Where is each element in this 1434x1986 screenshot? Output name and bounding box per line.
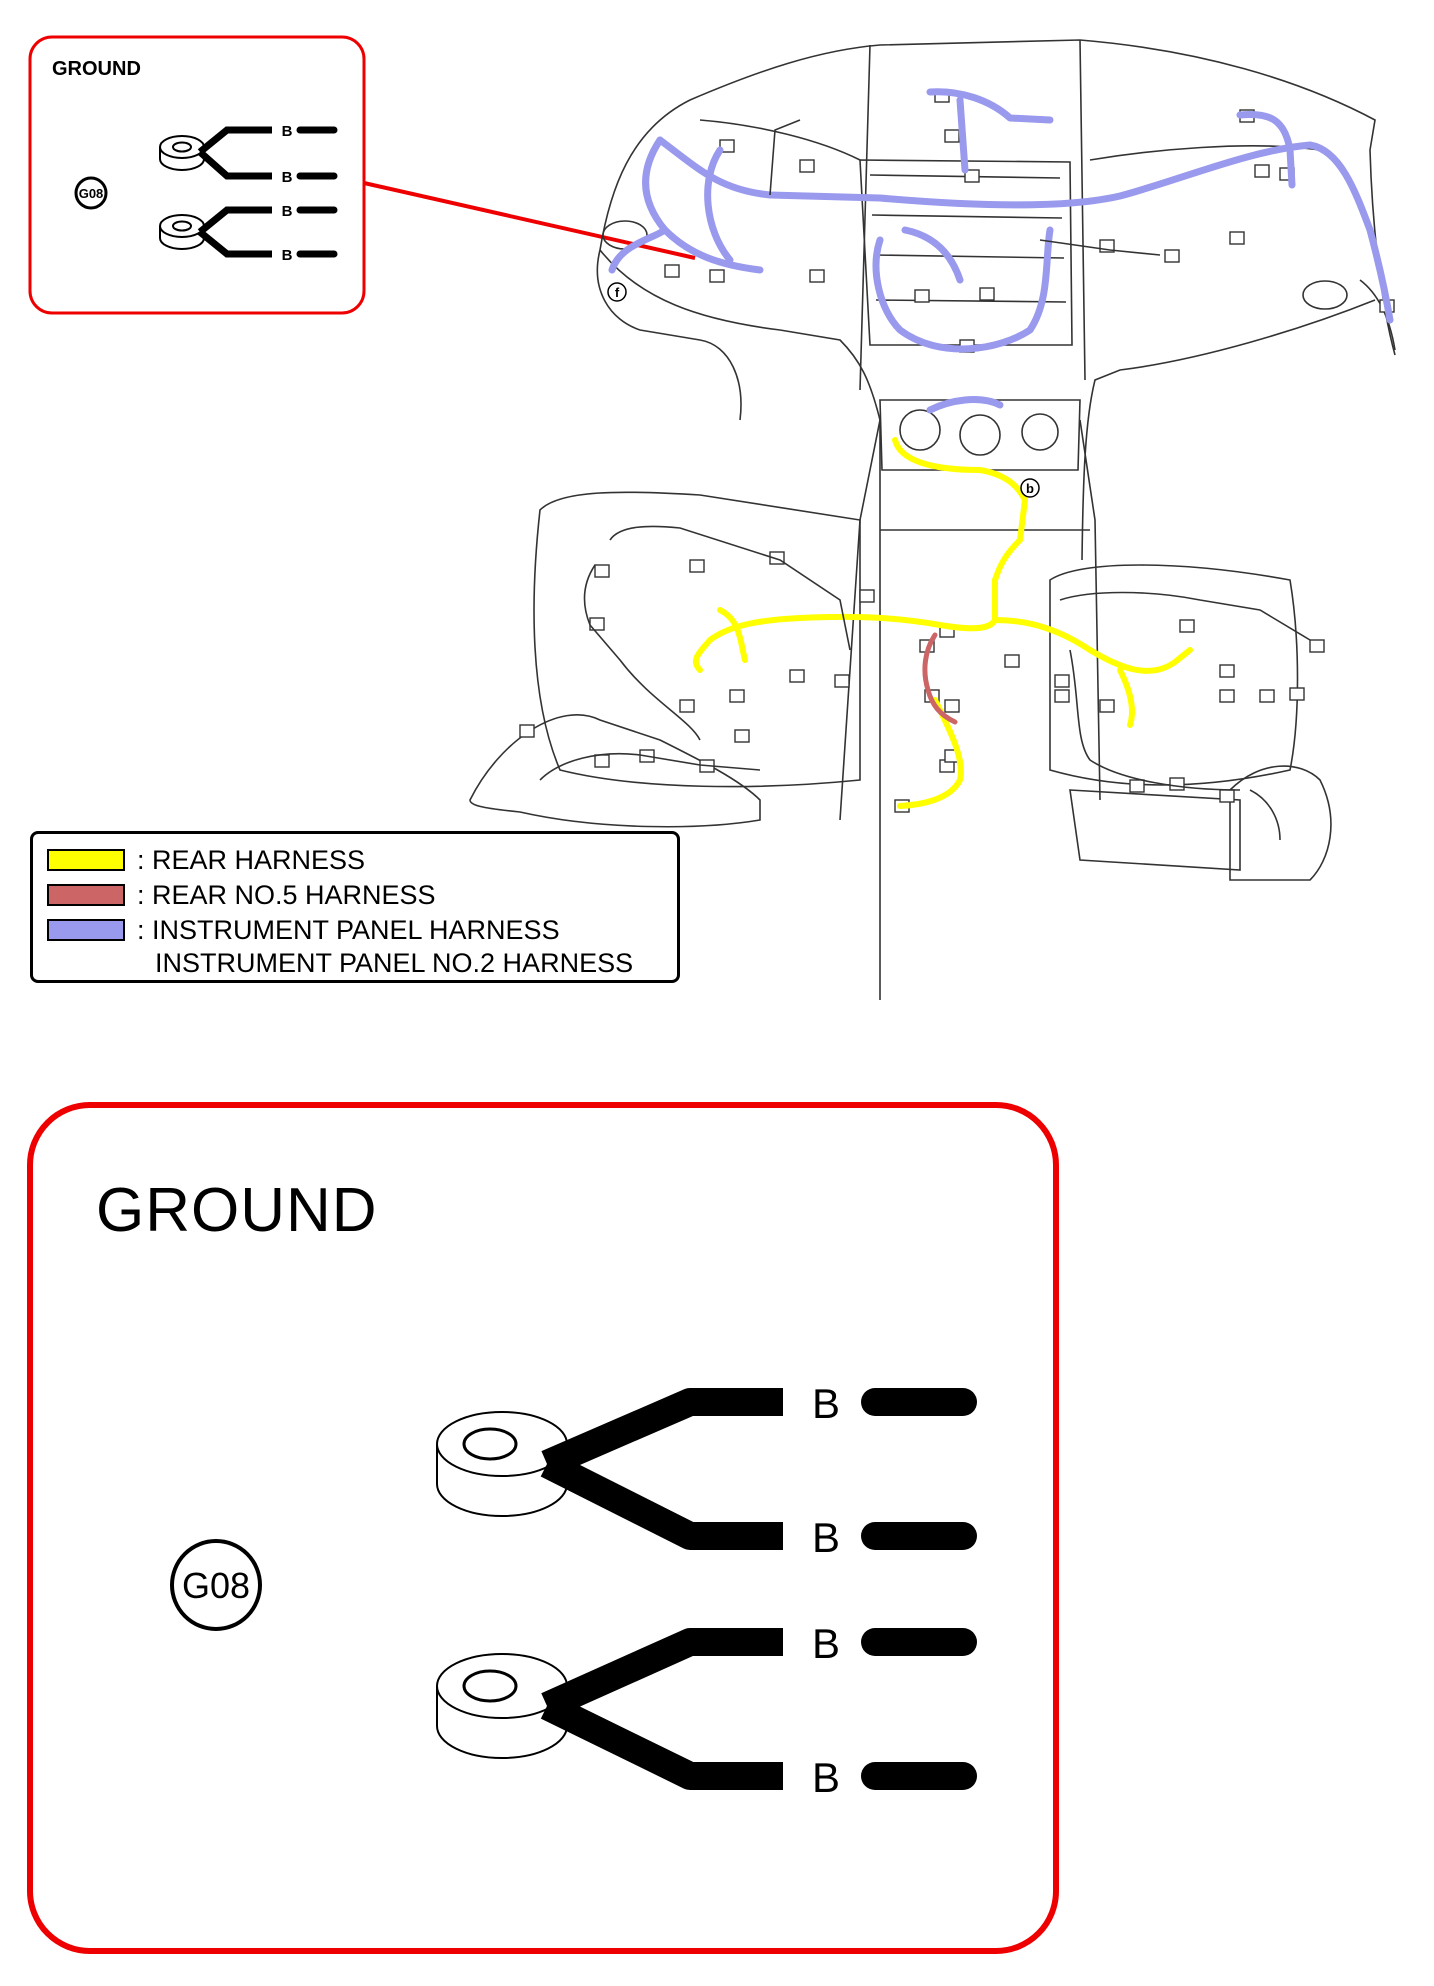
callout-b-circle <box>1020 478 1040 498</box>
detail-wire-label: B <box>812 1754 840 1801</box>
detail-title: GROUND <box>96 1176 378 1245</box>
rear-no5-harness <box>922 632 958 725</box>
detail-frame <box>27 1102 1059 1954</box>
detail-ground-id: G08 <box>182 1565 250 1606</box>
inset-frame <box>28 35 366 315</box>
inset-ground-id: G08 <box>79 186 104 201</box>
instrument-panel-harness <box>608 88 1394 414</box>
legend-label: INSTRUMENT PANEL NO.2 HARNESS <box>155 948 634 978</box>
legend-swatch <box>47 849 125 871</box>
detail-wire-label: B <box>812 1380 840 1427</box>
inset-wire-label: B <box>282 203 293 220</box>
inset-wire-label: B <box>282 169 293 186</box>
legend-label: : INSTRUMENT PANEL HARNESS <box>137 915 560 945</box>
callout-f-label: f <box>615 285 620 300</box>
inset-wire-label: B <box>282 247 293 264</box>
legend: : REAR HARNESS : REAR NO.5 HARNESS : INS… <box>30 831 680 983</box>
detail-ground-symbol <box>170 1388 977 1790</box>
callout-f-circle <box>607 282 627 302</box>
legend-swatch <box>47 919 125 941</box>
detail-wire-label: B <box>812 1514 840 1561</box>
rear-harness <box>692 437 1193 809</box>
detail-wire-label: B <box>812 1620 840 1667</box>
legend-label: : REAR HARNESS <box>137 845 366 875</box>
dashboard-outline <box>469 39 1396 1000</box>
legend-label: : REAR NO.5 HARNESS <box>137 880 436 910</box>
thin-wiring <box>539 119 1311 841</box>
inset-ground-symbol <box>74 126 338 258</box>
inset-title: GROUND <box>52 58 141 80</box>
legend-swatch <box>47 884 125 906</box>
inset-wire-label: B <box>282 123 293 140</box>
callout-b-label: b <box>1026 481 1034 496</box>
